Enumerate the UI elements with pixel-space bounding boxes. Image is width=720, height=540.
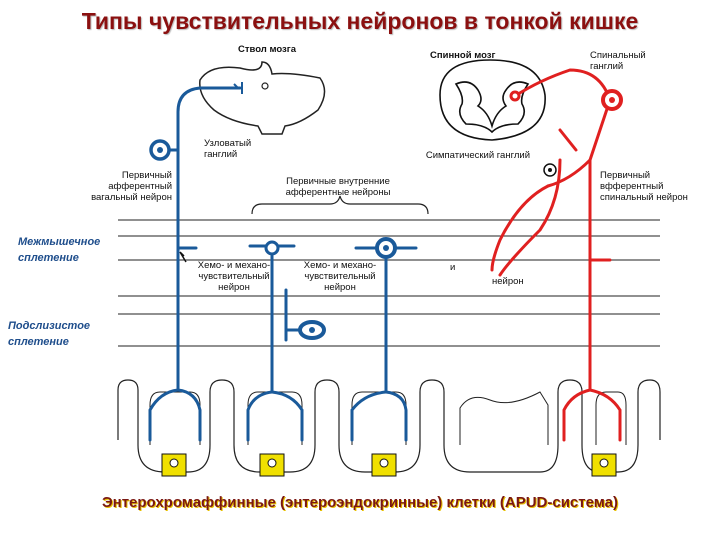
vagal-neuron-label: Первичный афферентный вагальный нейрон xyxy=(91,170,172,203)
intrinsic-neuron-2 xyxy=(284,288,302,342)
intrinsic-neuron-1 xyxy=(246,244,304,442)
spinal-ganglion-nucleus xyxy=(609,97,615,103)
mucosa-inner-outline xyxy=(149,391,627,445)
brainstem-label: Ствол мозга xyxy=(238,44,297,55)
spinal-cord-shape xyxy=(439,59,546,141)
page-title: Типы чувствительных нейронов в тонкой ки… xyxy=(81,8,639,34)
ec-cell-nucleus xyxy=(379,458,389,468)
spinal-afferent-neuron xyxy=(490,68,622,442)
intestinofugal-label-tail: нейрон xyxy=(492,276,524,287)
intrinsic-neuron-3 xyxy=(350,246,418,442)
intestinofugal-label-fragment: и xyxy=(450,262,456,273)
intrinsic-neuron-1-body xyxy=(264,240,280,256)
intrinsic-neuron-3-nucleus xyxy=(383,245,389,251)
submucosal-plexus-label: Подслизистое сплетение xyxy=(8,320,91,348)
vagal-afferent-neuron xyxy=(148,86,242,442)
sympathetic-ganglion-nucleus xyxy=(548,168,552,172)
brainstem-shape xyxy=(199,61,326,135)
intrinsic-neurons-label: Первичные внутренние афферентные нейроны xyxy=(285,176,391,198)
spinal-cord-terminal xyxy=(509,90,521,102)
nodose-ganglion-label: Узловатый ганглий xyxy=(204,138,252,160)
ec-cells-caption: Энтерохромаффинные (энтероэндокринные) к… xyxy=(101,494,619,511)
chemo-neuron-label-2: Хемо- и механо-чувствительный нейрон xyxy=(303,260,377,293)
sympathetic-ganglion-label: Симпатический ганглий xyxy=(425,150,530,161)
spinal-ganglion-label: Спинальный ганглий xyxy=(590,50,646,72)
spinal-neuron-label: Первичный вфферентный спинальный нейрон xyxy=(600,170,688,203)
ec-cells xyxy=(161,453,617,477)
intrinsic-neurons-brace xyxy=(251,195,429,215)
spinal-cord-label: Спинной мозг xyxy=(430,50,496,61)
brainstem-nucleus xyxy=(261,82,269,90)
ec-cell-nucleus xyxy=(599,458,609,468)
ec-cell-nucleus xyxy=(267,458,277,468)
nodose-ganglion-nucleus xyxy=(157,147,163,153)
arrow-marker-icon xyxy=(179,251,187,263)
ec-cell-nucleus xyxy=(169,458,179,468)
gut-layer-lines xyxy=(118,219,660,347)
brainstem-terminal-icon xyxy=(233,82,243,94)
myenteric-plexus-label: Межмышечное сплетение xyxy=(18,236,101,264)
chemo-neuron-label-1: Хемо- и механо-чувствительный нейрон xyxy=(197,260,271,293)
submucosal-neuron-nucleus xyxy=(309,327,315,333)
